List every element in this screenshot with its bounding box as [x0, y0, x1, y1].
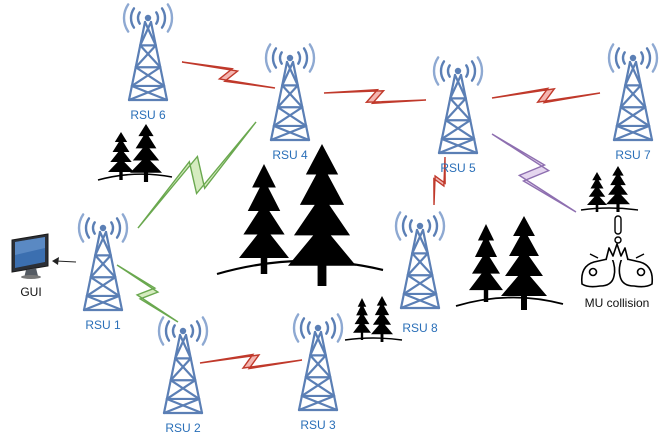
gui-label: GUI: [20, 285, 42, 299]
rsu1-label: RSU 1: [85, 318, 121, 332]
rsu6-label: RSU 6: [130, 108, 166, 122]
rsu4-tower-icon: [264, 43, 316, 142]
link-rsu4-rsu5: [323, 88, 427, 105]
wireless-links: [116, 61, 601, 370]
rsu5-tower-icon: [432, 56, 484, 155]
tree-cluster-icon-small: [344, 296, 403, 342]
tree-cluster-icon-left: [97, 124, 173, 182]
rsu7-label: RSU 7: [615, 148, 651, 162]
tree-cluster-icon-right: [455, 216, 564, 310]
rsu6-tower-icon: [122, 3, 174, 102]
monitor-icon: [11, 233, 49, 279]
rsu8-label: RSU 8: [402, 321, 438, 335]
trees: [97, 124, 639, 342]
exclamation-icon: [614, 215, 622, 244]
collision-label: MU collision: [584, 296, 650, 310]
rsu3-tower-icon: [292, 313, 344, 412]
rsu3-label: RSU 3: [300, 418, 336, 432]
rsu1-tower-icon: [77, 213, 129, 312]
gui-arrow: [55, 260, 77, 263]
link-rsu1-rsu4: [137, 121, 257, 229]
link-rsu1-rsu2: [116, 264, 179, 323]
rsu7-tower-icon: [607, 43, 659, 142]
rsu-towers: [77, 3, 659, 415]
link-rsu6-rsu4: [181, 61, 276, 89]
tree-cluster-icon-center: [216, 144, 384, 286]
car-collision-icon: [580, 243, 654, 288]
rsu2-label: RSU 2: [165, 421, 201, 435]
rsu2-tower-icon: [157, 316, 209, 415]
link-rsu5-rsu8: [433, 156, 446, 206]
link-rsu5-rsu7: [491, 87, 601, 104]
rsu5-label: RSU 5: [440, 161, 476, 175]
link-rsu2-rsu3: [199, 353, 303, 370]
link-rsu5-collision: [491, 133, 577, 213]
tree-cluster-icon-collision: [580, 166, 639, 212]
extras: [11, 215, 654, 288]
rsu4-label: RSU 4: [272, 148, 308, 162]
rsu8-tower-icon: [394, 211, 446, 310]
